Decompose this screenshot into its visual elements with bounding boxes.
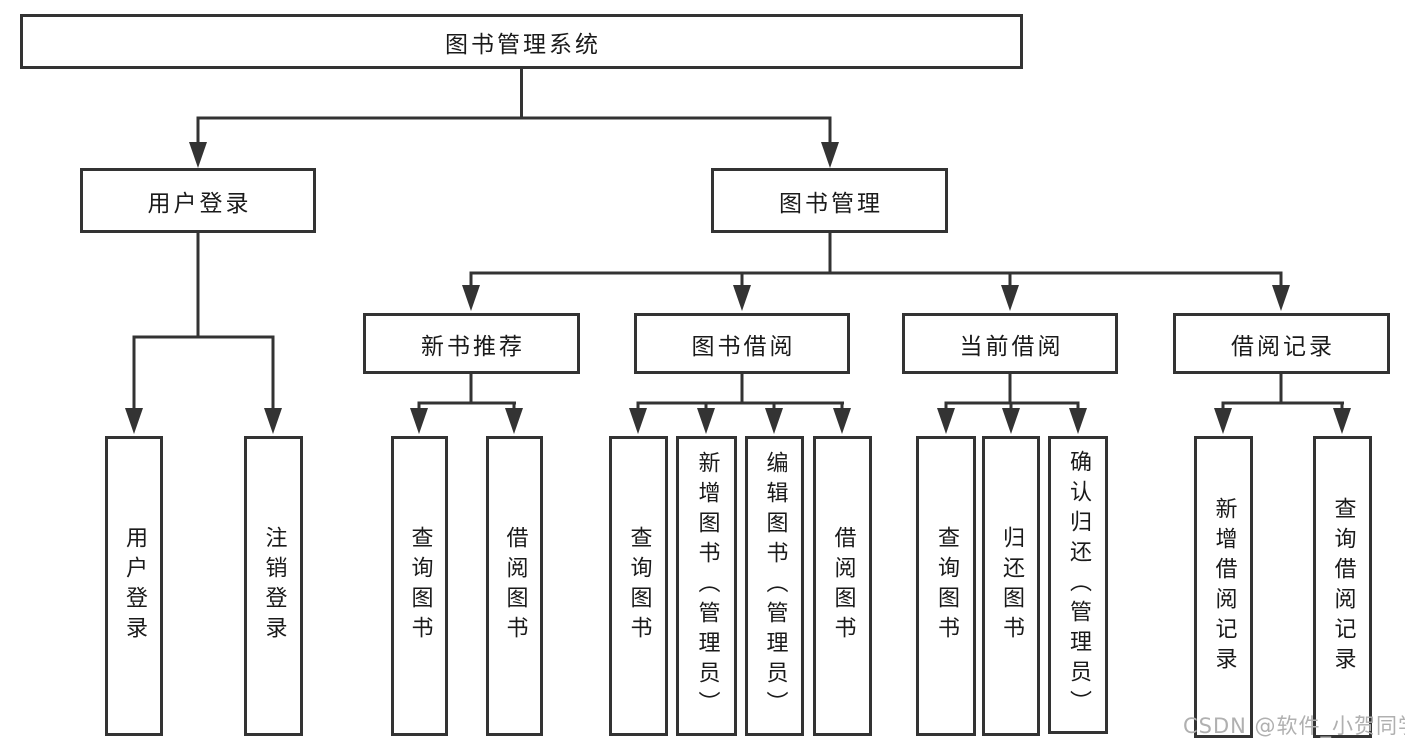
leaf-user-login: 用户登录 <box>105 436 163 736</box>
node-root: 图书管理系统 <box>20 14 1023 69</box>
leaf-logout: 注销登录 <box>244 436 303 736</box>
leaf-add-book-admin-label: 新增图书（管理员） <box>694 451 720 721</box>
csdn-watermark: CSDN @软件_小贺同学 <box>1183 714 1405 738</box>
leaf-edit-book-admin: 编辑图书（管理员） <box>745 436 804 736</box>
leaf-borrow-books-borrow: 借阅图书 <box>813 436 872 736</box>
leaf-query-books-recommend: 查询图书 <box>391 436 448 736</box>
node-book-management: 图书管理 <box>711 168 948 233</box>
leaf-query-books-borrow: 查询图书 <box>609 436 668 736</box>
leaf-query-books-recommend-label: 查询图书 <box>407 526 433 646</box>
node-new-book-recommend: 新书推荐 <box>363 313 580 374</box>
leaf-add-borrow-record: 新增借阅记录 <box>1194 436 1253 738</box>
leaf-borrow-books-recommend-label: 借阅图书 <box>502 526 528 646</box>
leaf-add-borrow-record-label: 新增借阅记录 <box>1211 497 1237 677</box>
leaf-user-login-label: 用户登录 <box>122 526 147 646</box>
leaf-return-books-label: 归还图书 <box>999 526 1024 646</box>
node-borrowing-records: 借阅记录 <box>1173 313 1390 374</box>
leaf-add-book-admin: 新增图书（管理员） <box>676 436 737 736</box>
leaf-query-books-current-label: 查询图书 <box>934 526 959 646</box>
leaf-query-books-current: 查询图书 <box>916 436 976 736</box>
node-book-borrowing: 图书借阅 <box>634 313 850 374</box>
leaf-borrow-books-borrow-label: 借阅图书 <box>830 526 856 646</box>
leaf-confirm-return-admin: 确认归还（管理员） <box>1048 436 1108 734</box>
leaf-edit-book-admin-label: 编辑图书（管理员） <box>762 451 788 721</box>
leaf-return-books: 归还图书 <box>982 436 1040 736</box>
leaf-query-borrow-record: 查询借阅记录 <box>1313 436 1372 738</box>
leaf-confirm-return-admin-label: 确认归还（管理员） <box>1066 450 1091 720</box>
leaf-query-borrow-record-label: 查询借阅记录 <box>1330 497 1356 677</box>
node-user-login: 用户登录 <box>80 168 316 233</box>
leaf-query-books-borrow-label: 查询图书 <box>626 526 652 646</box>
node-current-borrowing: 当前借阅 <box>902 313 1118 374</box>
leaf-borrow-books-recommend: 借阅图书 <box>486 436 543 736</box>
leaf-logout-label: 注销登录 <box>261 526 287 646</box>
